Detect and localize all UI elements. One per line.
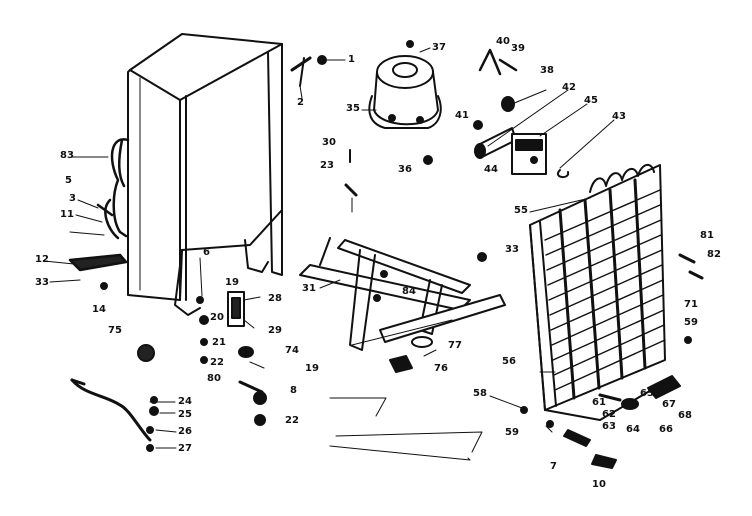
part-label-37: 37: [432, 42, 446, 53]
part-label-45: 45: [584, 95, 598, 106]
part-label-5: 5: [65, 175, 72, 186]
part-label-41: 41: [455, 110, 469, 121]
base-frame: [299, 237, 506, 351]
part-label-6: 6: [203, 247, 210, 258]
part-label-39: 39: [511, 43, 525, 54]
screw-14: [100, 282, 108, 290]
part-label-27: 27: [178, 443, 192, 454]
grommet: [290, 55, 327, 87]
fastener-column: [146, 396, 159, 452]
part-label-61: 61: [592, 397, 606, 408]
part-label-22b: 22: [285, 415, 299, 426]
part-label-3: 3: [69, 193, 76, 204]
part-label-21: 21: [212, 337, 226, 348]
part-label-74: 74: [285, 345, 299, 356]
part-label-25: 25: [178, 409, 192, 420]
part-label-11: 11: [60, 209, 74, 220]
part-label-1: 1: [348, 54, 355, 65]
part-label-19a: 19: [225, 277, 239, 288]
grommet-36: [423, 155, 433, 165]
small-hardware: [196, 291, 267, 426]
part-label-35: 35: [346, 103, 360, 114]
part-label-67: 67: [662, 399, 676, 410]
compressor: [368, 55, 442, 129]
condenser: [477, 164, 666, 421]
dimension-brackets: [329, 397, 483, 461]
part-label-81: 81: [700, 230, 714, 241]
part-label-71: 71: [684, 299, 698, 310]
knob-75: [137, 344, 155, 362]
part-label-66: 66: [659, 424, 673, 435]
part-76: [389, 355, 413, 373]
part-label-84: 84: [402, 286, 416, 297]
part-label-20: 20: [210, 312, 224, 323]
part-label-63b: 63: [640, 388, 654, 399]
part-label-56: 56: [502, 356, 516, 367]
part-label-43: 43: [612, 111, 626, 122]
part-label-38: 38: [540, 65, 554, 76]
tube-assembly: [68, 138, 130, 272]
part-label-75: 75: [108, 325, 122, 336]
part-label-33b: 33: [505, 244, 519, 255]
part-label-30: 30: [322, 137, 336, 148]
part-label-64: 64: [626, 424, 640, 435]
compressor-bolt: [406, 40, 414, 48]
part-label-12: 12: [35, 254, 49, 265]
part-label-14: 14: [92, 304, 106, 315]
part-label-8: 8: [290, 385, 297, 396]
part-label-59b: 59: [684, 317, 698, 328]
part-label-68: 68: [678, 410, 692, 421]
part-label-22a: 22: [210, 357, 224, 368]
part-label-31: 31: [302, 283, 316, 294]
part-label-10: 10: [592, 479, 606, 490]
part-label-80: 80: [207, 373, 221, 384]
part-label-55: 55: [514, 205, 528, 216]
part-label-42: 42: [562, 82, 576, 93]
leader-lines: [43, 47, 615, 449]
part-label-58: 58: [473, 388, 487, 399]
part-label-7: 7: [550, 461, 557, 472]
part-label-2: 2: [297, 97, 304, 108]
part-label-76: 76: [434, 363, 448, 374]
part-label-29: 29: [268, 325, 282, 336]
part-label-62: 62: [602, 409, 616, 420]
part-77: [411, 336, 433, 348]
part-label-44: 44: [484, 164, 498, 175]
part-label-82: 82: [707, 249, 721, 260]
part-label-77: 77: [448, 340, 462, 351]
part-label-26: 26: [178, 426, 192, 437]
harness-cord: [70, 378, 152, 442]
part-label-63a: 63: [602, 421, 616, 432]
relay-assembly: [473, 48, 570, 178]
part-label-40: 40: [496, 36, 510, 47]
evaporator-housing: [127, 33, 283, 316]
part-label-24: 24: [178, 396, 192, 407]
part-label-36: 36: [398, 164, 412, 175]
part-label-28: 28: [268, 293, 282, 304]
part-label-33a: 33: [35, 277, 49, 288]
part-label-19b: 19: [305, 363, 319, 374]
condenser-fittings: [546, 253, 704, 469]
part-label-83: 83: [60, 150, 74, 161]
bracket-23: [344, 149, 358, 213]
part-label-23: 23: [320, 160, 334, 171]
part-label-59a: 59: [505, 427, 519, 438]
